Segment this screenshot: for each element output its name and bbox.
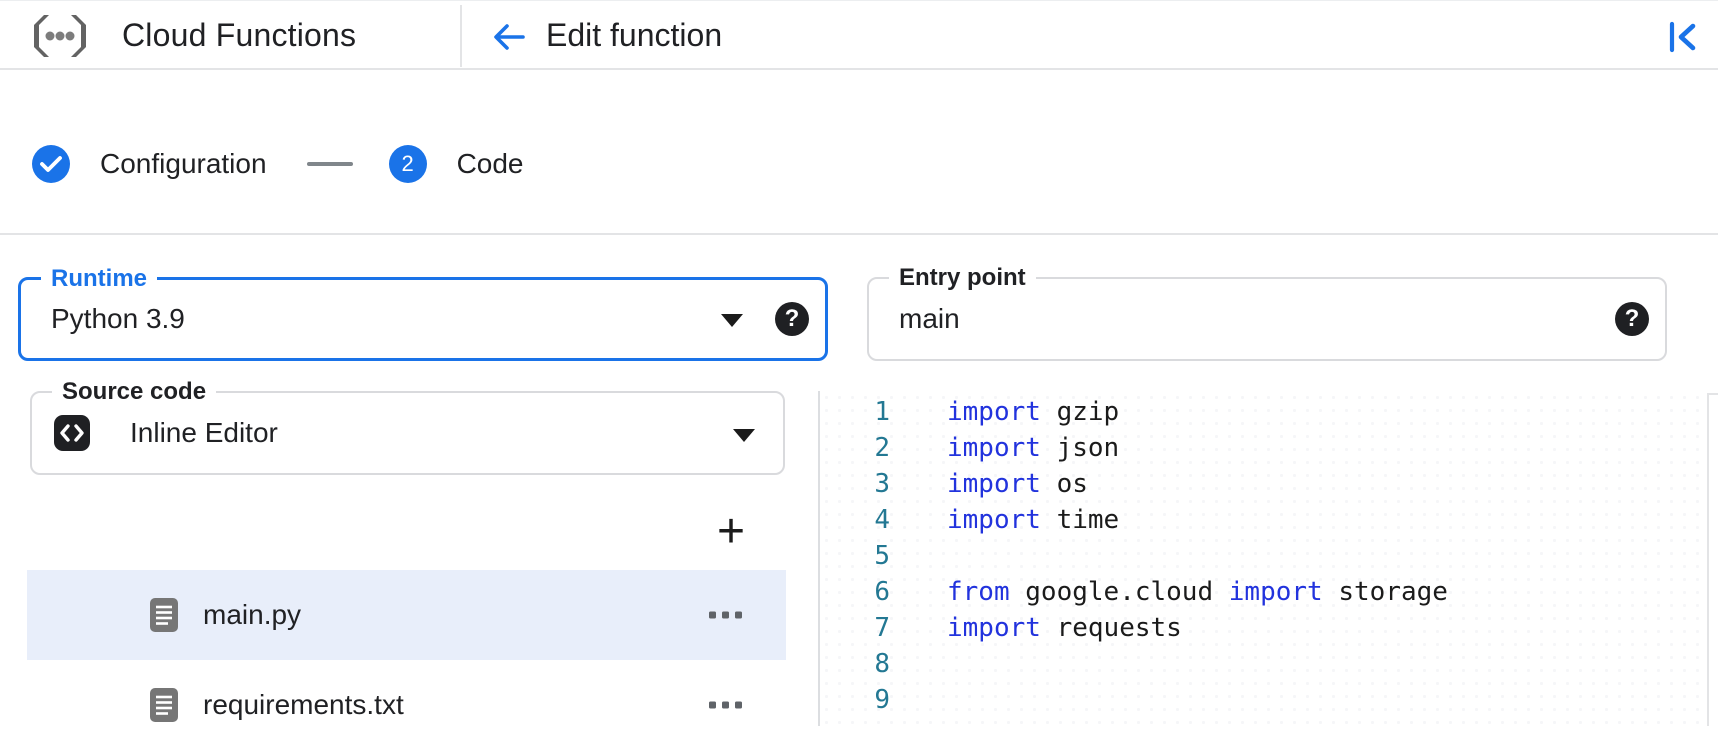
source-code-select[interactable]: Source code Inline Editor [30,378,785,475]
app-header: Cloud Functions Edit function [0,0,1718,70]
source-code-label: Source code [52,378,217,406]
editor-background [820,391,1707,726]
source-code-value: Inline Editor [130,417,278,448]
back-button[interactable] [488,16,530,58]
code-line[interactable]: 5 [818,538,1707,574]
file-name: main.py [203,599,302,630]
check-icon [40,155,62,173]
line-content: import gzip [947,397,1120,427]
chevron-down-icon [733,429,755,442]
line-number: 2 [874,433,890,463]
collapse-panel-button[interactable] [1664,19,1700,55]
step-code-label[interactable]: Code [456,148,524,179]
line-number: 9 [874,685,890,715]
file-icon [149,687,179,723]
file-list: main.py requirements.txt [27,570,786,750]
runtime-select[interactable]: Runtime Python 3.9 ? [18,265,828,361]
line-content: import time [947,505,1120,535]
code-line[interactable]: 1 import gzip [818,394,1707,430]
editor-scrollbar-track[interactable] [1707,393,1709,726]
entry-point-help-icon[interactable]: ? [1615,302,1649,336]
collapse-panel-icon [1667,21,1697,53]
stepper-connector [306,162,353,166]
chevron-down-icon [721,314,743,327]
line-content: import json [947,433,1120,463]
code-icon [54,415,90,451]
code-line[interactable]: 2 import json [818,430,1707,466]
step-code-number: 2 [401,151,414,176]
file-row-main.py[interactable]: main.py [27,570,786,660]
section-divider [0,233,1718,235]
file-row-requirements.txt[interactable]: requirements.txt [27,660,786,750]
runtime-value: Python 3.9 [51,303,185,334]
entry-point-value[interactable]: main [899,303,960,334]
overflow-menu-icon[interactable] [709,701,742,709]
cloud-functions-logo-icon [28,13,92,59]
line-number: 4 [874,505,890,535]
line-content: import os [947,469,1088,499]
line-content: from google.cloud import storage [947,577,1448,607]
code-line[interactable]: 7 import requests [818,610,1707,646]
runtime-help-icon[interactable]: ? [775,302,809,336]
line-number: 1 [874,397,890,427]
arrow-back-icon [490,18,528,56]
code-line[interactable]: 3 import os [818,466,1707,502]
header-divider [460,5,462,67]
entry-point-label: Entry point [889,264,1036,292]
step-configuration-label[interactable]: Configuration [100,148,267,179]
file-icon [149,597,179,633]
editor-left-border [818,391,820,726]
line-number: 7 [874,613,890,643]
page-title: Edit function [546,16,723,53]
line-number: 3 [874,469,890,499]
product-title: Cloud Functions [122,16,357,53]
file-name: requirements.txt [203,689,404,720]
step-configuration-indicator[interactable] [32,145,70,183]
add-file-button[interactable]: + [716,505,746,558]
runtime-label: Runtime [41,265,157,293]
entry-point-field[interactable]: Entry point main ? [867,264,1667,361]
code-line[interactable]: 4 import time [818,502,1707,538]
code-line[interactable]: 8 [818,646,1707,682]
line-number: 5 [874,541,890,571]
line-number: 8 [874,649,890,679]
line-number: 6 [874,577,890,607]
code-editor[interactable]: 1 import gzip 2 import json 3 import os 4 impor… [818,394,1707,718]
overflow-menu-icon[interactable] [709,611,742,619]
step-code-indicator[interactable]: 2 [388,145,427,183]
code-line[interactable]: 6 from google.cloud import storage [818,574,1707,610]
wizard-stepper: Configuration 2 Code [32,145,524,183]
editor-scrollbar-corner [1707,393,1718,395]
code-line[interactable]: 9 [818,682,1707,718]
line-content: import requests [947,613,1182,643]
